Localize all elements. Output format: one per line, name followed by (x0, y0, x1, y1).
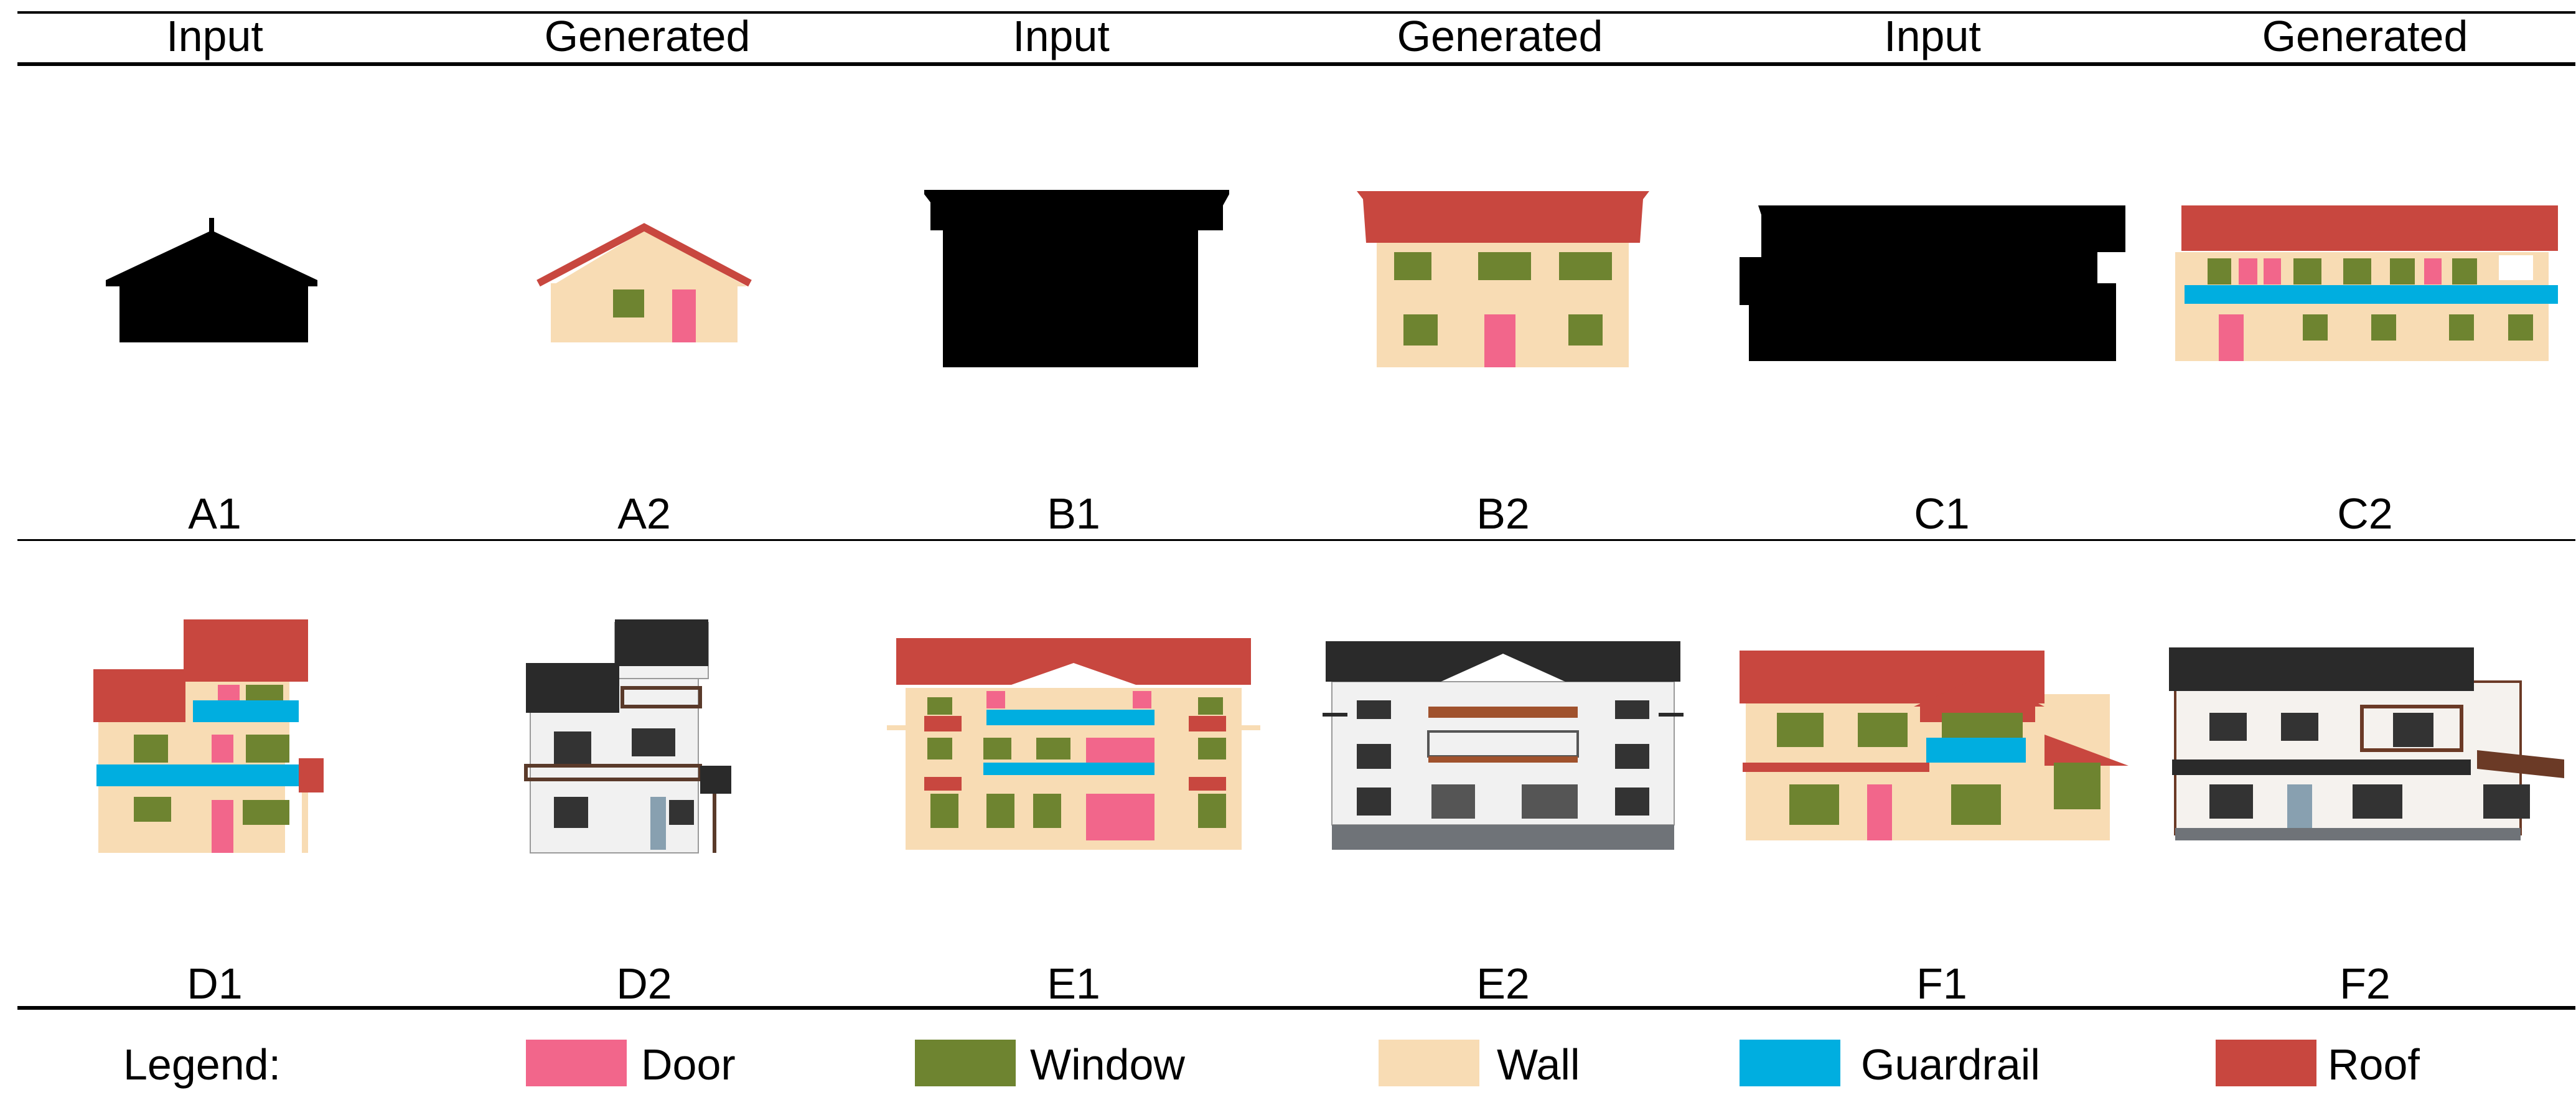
legend-label-door: Door (641, 1040, 736, 1089)
label-f2: F2 (2339, 959, 2391, 1008)
figure-c2-generated-house (2169, 202, 2561, 364)
figure-a1-input-silhouette (100, 218, 324, 349)
figure-d1-input-semantic-house (93, 616, 330, 856)
label-d2: D2 (616, 959, 672, 1008)
row-divider-rule (17, 539, 2575, 541)
label-b2: B2 (1476, 489, 1530, 538)
label-a1: A1 (188, 489, 241, 538)
top-rule (17, 11, 2575, 14)
legend-label-wall: Wall (1497, 1040, 1580, 1089)
figure-f1-input-semantic-house (1740, 644, 2132, 844)
label-e1: E1 (1047, 959, 1100, 1008)
label-c1: C1 (1914, 489, 1970, 538)
legend-swatch-wall (1379, 1040, 1479, 1086)
figure-e2-generated-render (1323, 638, 1684, 853)
legend-title: Legend: (123, 1040, 281, 1089)
legend-swatch-roof (2216, 1040, 2316, 1086)
header-input-1: Input (166, 12, 263, 60)
label-a2: A2 (617, 489, 671, 538)
figure-e1-input-semantic-house (887, 635, 1260, 853)
legend-swatch-guardrail (1740, 1040, 1840, 1086)
header-generated-3: Generated (2262, 12, 2468, 60)
legend-swatch-door (526, 1040, 627, 1086)
figure-b1-input-silhouette (924, 187, 1229, 374)
figure-b2-generated-house (1357, 190, 1649, 370)
legend-label-guardrail: Guardrail (1861, 1040, 2040, 1089)
legend-label-roof: Roof (2328, 1040, 2420, 1089)
figure-d2-generated-render (523, 616, 766, 856)
header-input-2: Input (1013, 12, 1110, 60)
figure-a2-generated-house (532, 221, 756, 346)
header-generated-2: Generated (1397, 12, 1603, 60)
legend-swatch-window (915, 1040, 1016, 1086)
header-generated-1: Generated (544, 12, 751, 60)
label-e2: E2 (1476, 959, 1530, 1008)
legend-rule (17, 1006, 2575, 1010)
label-d1: D1 (187, 959, 243, 1008)
header-rule (17, 62, 2575, 66)
label-f1: F1 (1916, 959, 1967, 1008)
legend-label-window: Window (1030, 1040, 1185, 1089)
label-b1: B1 (1047, 489, 1100, 538)
label-c2: C2 (2337, 489, 2393, 538)
figure-c1-input-silhouette (1740, 202, 2132, 367)
header-input-3: Input (1884, 12, 1981, 60)
figure-f2-generated-render (2166, 644, 2564, 844)
